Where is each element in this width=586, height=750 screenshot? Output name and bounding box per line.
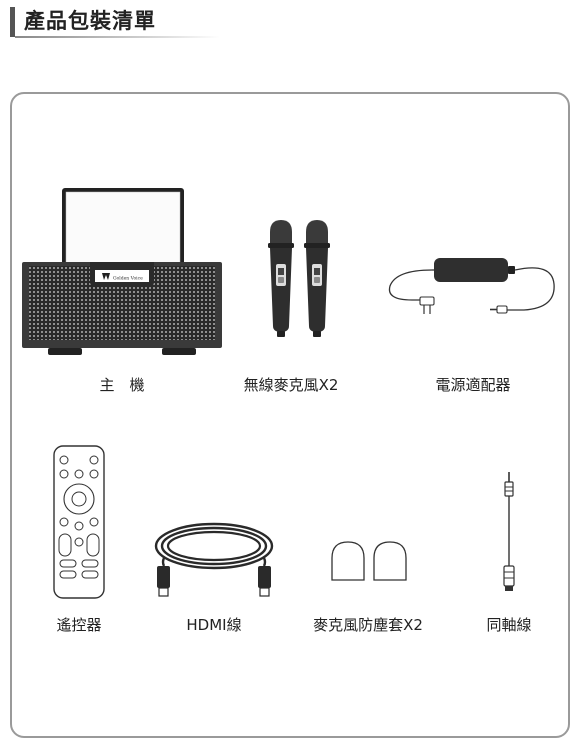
item-label-main-unit: 主 機 xyxy=(99,376,145,394)
item-label-microphone-cover: 麥克風防塵套X2 xyxy=(313,616,423,634)
wireless-microphone-icon xyxy=(268,220,330,337)
remote-control-icon xyxy=(53,445,105,599)
item-label-hdmi-cable: HDMI線 xyxy=(186,616,242,634)
item-label-wireless-microphone: 無線麥克風X2 xyxy=(243,376,339,394)
page-title: 產品包裝清單 xyxy=(24,9,156,33)
page-header: 產品包裝清單 xyxy=(10,7,220,38)
item-label-remote-control: 遙控器 xyxy=(56,616,102,634)
brand-logo-text: Golden Voice xyxy=(113,276,143,282)
microphone-right xyxy=(304,220,330,337)
header-underline xyxy=(15,36,220,38)
microphone-left xyxy=(268,220,294,337)
item-label-power-adapter: 電源適配器 xyxy=(435,376,511,394)
power-adapter-icon xyxy=(388,258,555,314)
header-accent-bar xyxy=(10,7,15,37)
item-label-coaxial-cable: 同軸線 xyxy=(486,616,532,634)
karaoke-console-icon: Golden Voice xyxy=(22,188,222,355)
hdmi-cable-icon xyxy=(154,522,274,597)
microphone-cover-icon xyxy=(331,541,407,581)
coaxial-cable-icon xyxy=(503,472,515,591)
package-contents-panel xyxy=(10,92,570,738)
